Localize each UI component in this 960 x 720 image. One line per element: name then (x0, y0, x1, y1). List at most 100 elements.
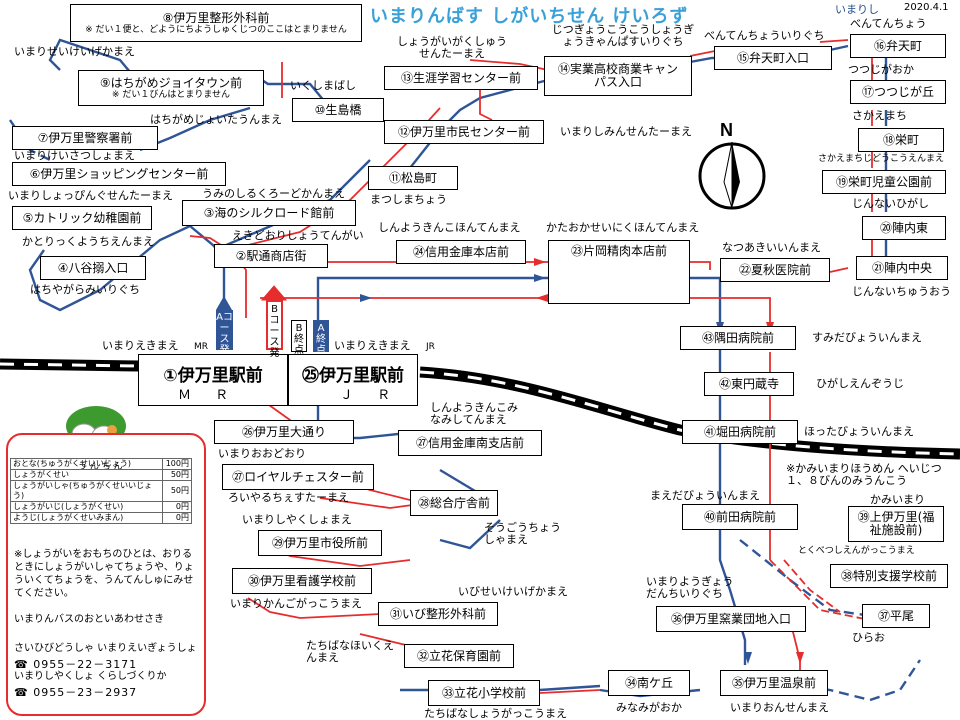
stop-18[interactable]: ⑱栄町 (858, 128, 944, 152)
stop-20[interactable]: ⑳陣内東 (862, 216, 946, 240)
inquiry-heading: いまりんバスのおといあわせさき (14, 614, 164, 625)
station-mr[interactable]: ①伊万里駅前 (138, 354, 288, 406)
stop-yomi: さかえまちじどうこうえんまえ (818, 154, 945, 164)
stop-yomi: じんないひがし (852, 197, 929, 210)
station-jr[interactable]: ㉕伊万里駅前 (288, 354, 418, 406)
stop-yomi: たちばなしょうがっこうまえ (424, 707, 567, 720)
stop-yomi: かみいまり (870, 493, 925, 506)
stop-31[interactable]: ㉛いび整形外科前 (378, 602, 498, 626)
stop-7[interactable]: ⑦伊万里警察署前 (12, 126, 158, 150)
stop-32[interactable]: ㉜立花保育園前 (404, 644, 514, 668)
fare-value: 50円 (162, 469, 192, 481)
stop-13[interactable]: ⑬生涯学習センター前 (384, 66, 538, 90)
stop-39[interactable]: ㊴上伊万里(福祉施設前) (848, 506, 944, 542)
fare-label: しょうがいじ(しょうがくせい) (10, 501, 163, 513)
stop-4[interactable]: ④八谷搦入口 (40, 256, 146, 280)
stop-23[interactable]: ㉓片岡精肉本店前 (548, 240, 690, 304)
stop-27[interactable]: ㉗ロイヤルチェスター前 (222, 464, 374, 490)
stop-22[interactable]: ㉒夏秋医院前 (720, 258, 830, 282)
stop-43[interactable]: ㊸隅田病院前 (680, 326, 796, 350)
stop-name: ㉗信用金庫南支店前 (415, 436, 524, 450)
stop-yomi: いまりおおどおり (218, 447, 306, 460)
stop-note: ※かみいまりほうめん へいじつ１、８びんのみうんこう (786, 462, 942, 487)
stop-name: ㊸隅田病院前 (701, 331, 774, 345)
stop-name: ⑩生島橋 (314, 103, 362, 117)
stop-yomi: いびせいけいげかまえ (458, 585, 568, 598)
stop-yomi: いまりせいけいげかまえ (14, 45, 135, 58)
contact-phone[interactable]: ☎ 0955－23－2937 (14, 686, 138, 699)
stop-yomi: ひらお (852, 631, 885, 644)
station-name: ①伊万里駅前 (163, 366, 263, 386)
stop-33[interactable]: ㉝立花小学校前 (428, 680, 540, 706)
station-line: Ｊ Ｒ (340, 388, 401, 403)
course-arrows (216, 258, 804, 664)
station-name: ㉕伊万里駅前 (302, 366, 404, 386)
stop-12[interactable]: ⑫伊万里市民センター前 (384, 120, 544, 144)
stop-3[interactable]: ③海のシルクロード館前 (182, 200, 356, 226)
stop-name: ㊲平尾 (877, 609, 914, 623)
contact-label: さいひびどうしゃ いまりえいぎょうしょ (14, 643, 197, 654)
stop-21[interactable]: ㉑陣内中央 (856, 256, 948, 280)
stop-name: ㊳特別支援学校前 (840, 569, 937, 583)
stop-name: ⑯弁天町 (873, 39, 922, 53)
stop-yomi: えきどおりしょうてんがい (232, 229, 364, 242)
stop-yomi: べんてんちょう (850, 17, 927, 30)
stop-24[interactable]: ㉔信用金庫本店前 (396, 240, 526, 264)
stop-16[interactable]: ⑯弁天町 (850, 34, 946, 58)
stop-40[interactable]: ㊵前田病院前 (682, 504, 798, 530)
stop-26[interactable]: ㉖伊万里大通り (214, 420, 354, 444)
stop-19[interactable]: ⑲栄町児童公園前 (822, 170, 946, 194)
stop-name: ⑳陣内東 (879, 221, 928, 235)
stop-6[interactable]: ⑥伊万里ショッピングセンター前 (12, 162, 226, 186)
stop-8[interactable]: ⑧伊万里整形外科前 ※ だい１便と、どようにちようしゅくじつのここはとまりません (70, 4, 362, 42)
stop-14[interactable]: ⑭実業高校商業キャンパス入口 (544, 56, 692, 96)
stop-yomi: そうごうちょうしゃまえ (484, 521, 561, 546)
stop-29[interactable]: ㉙伊万里市役所前 (258, 530, 382, 556)
stop-yomi: いまりけいさつしょまえ (14, 149, 135, 162)
stop-11[interactable]: ⑪松島町 (368, 166, 458, 190)
stop-27b[interactable]: ㉗信用金庫南支店前 (398, 430, 542, 456)
stop-name: ㊴上伊万里(福祉施設前) (857, 510, 935, 537)
stop-yomi: まつしまちょう (370, 193, 447, 206)
stop-yomi: かとりっくようちえんまえ (22, 235, 154, 248)
stop-5[interactable]: ⑤カトリック幼稚園前 (12, 206, 152, 230)
stop-15[interactable]: ⑮弁天町入口 (714, 46, 832, 70)
stop-10[interactable]: ⑩生島橋 (292, 98, 384, 122)
stop-30[interactable]: ㉚伊万里看護学校前 (232, 568, 372, 594)
stop-yomi: すみだびょういんまえ (812, 331, 922, 344)
north-compass-icon: N (698, 120, 766, 210)
stop-2[interactable]: ②駅通商店街 (214, 244, 328, 268)
stop-yomi: じんないちゅうおう (852, 285, 951, 298)
stop-name: ⑱栄町 (882, 133, 919, 147)
stop-yomi: なつあきいいんまえ (722, 241, 821, 254)
stop-name: ㉟伊万里温泉前 (731, 676, 816, 690)
stop-yomi: たちばなほいくえんまえ (306, 639, 394, 664)
course-b-end-label: B終点 (291, 320, 307, 356)
stop-42[interactable]: ㊷東円蔵寺 (704, 372, 794, 396)
stop-17[interactable]: ⑰つつじが丘 (850, 80, 946, 104)
stop-38[interactable]: ㊳特別支援学校前 (830, 564, 948, 588)
stop-28[interactable]: ㉘総合庁舎前 (410, 490, 498, 516)
city-label: いまりし (835, 3, 879, 16)
contact-phone[interactable]: ☎ 0955－22－3171 (14, 658, 138, 671)
stop-37[interactable]: ㊲平尾 (862, 604, 930, 628)
stop-36[interactable]: ㊱伊万里窯業団地入口 (656, 606, 806, 632)
course-b-depart-label: Bコース発 (266, 300, 283, 359)
stop-name: ⑪松島町 (388, 171, 437, 185)
station-yomi: いまりえきまえ (102, 339, 179, 352)
stop-yomi: かたおかせいにくほんてんまえ (546, 221, 700, 234)
stop-9[interactable]: ⑨はちがめジョイタウン前 ※ だい１びんはとまりません (78, 70, 264, 106)
stop-41[interactable]: ㊶堀田病院前 (682, 420, 798, 444)
stop-35[interactable]: ㉟伊万里温泉前 (720, 670, 828, 696)
stop-yomi: じつぎょうこうこうしょうぎょうきゃんぱすいりぐち (551, 23, 695, 48)
fare-row: ようじ(しょうがくせいみまん)0円 (10, 512, 192, 524)
course-a-depart-label: Aコース発 (216, 310, 233, 356)
stop-name: ㊱伊万里窯業団地入口 (670, 612, 791, 626)
stop-name: ㉓片岡精肉本店前 (570, 244, 667, 258)
fare-value: 0円 (162, 512, 192, 524)
stop-name: ㊵前田病院前 (703, 510, 776, 524)
fare-row: しょうがいしゃ(ちゅうがくせいいじょう)50円 (10, 480, 192, 502)
stop-yomi: しょうがいがくしゅうせんたーまえ (397, 35, 507, 60)
stop-34[interactable]: ㉞南ケ丘 (608, 670, 690, 696)
